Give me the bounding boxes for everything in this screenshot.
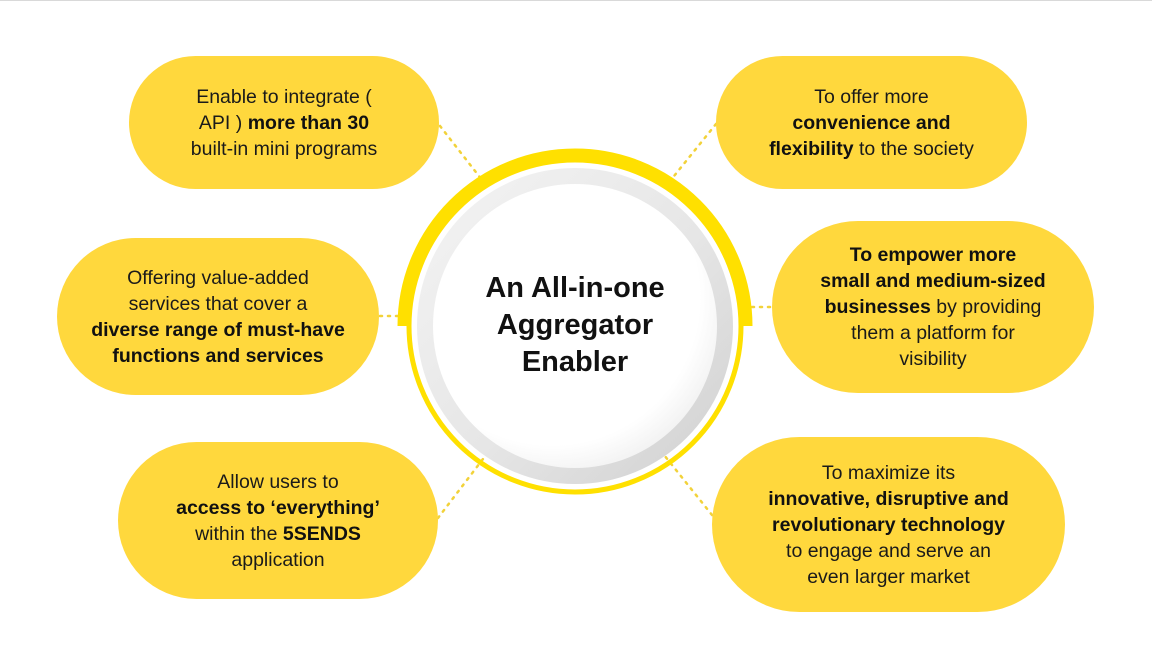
connector-top-right bbox=[664, 122, 718, 188]
pill-emphasis: To empower more bbox=[849, 244, 1017, 266]
pill-text: visibility bbox=[899, 348, 967, 370]
pill-emphasis: access to ‘everything’ bbox=[176, 496, 380, 519]
pill-shape-mid-right bbox=[772, 221, 1094, 393]
pill-emphasis: small and medium-sized bbox=[820, 270, 1046, 292]
pill-emphasis: flexibility bbox=[769, 137, 854, 160]
pill-text: To offer more bbox=[814, 85, 929, 108]
connector-top-left bbox=[438, 124, 484, 182]
pill-emphasis: more than 30 bbox=[247, 111, 370, 134]
pill-innovative-technology: To maximize its innovative, disruptive a… bbox=[712, 437, 1065, 612]
pill-text: Enable to integrate ( bbox=[196, 85, 372, 108]
connector-lines bbox=[378, 122, 774, 520]
hub-thin-ring bbox=[406, 157, 744, 495]
pill-shape-bottom-left bbox=[118, 442, 438, 599]
pill-text: to engage and serve an bbox=[786, 539, 991, 562]
pill-emphasis: 5SENDS bbox=[282, 522, 361, 545]
pill-text: To maximize its bbox=[821, 461, 956, 484]
pill-emphasis: functions and services bbox=[112, 344, 324, 367]
hub-title-line-2: Aggregator bbox=[496, 308, 654, 341]
pill-shape-mid-left bbox=[57, 238, 379, 395]
pill-empower-smes: To empower more small and medium-sized b… bbox=[772, 221, 1094, 393]
pill-emphasis: convenience and bbox=[792, 111, 951, 134]
pill-integration: Enable to integrate ( API ) more than 30… bbox=[129, 56, 439, 189]
hub-thick-arc bbox=[397, 148, 753, 327]
pill-convenience: To offer more convenience and flexibilit… bbox=[716, 56, 1027, 189]
pill-text: built-in mini programs bbox=[190, 137, 378, 160]
pill-emphasis: businesses bbox=[824, 296, 931, 318]
pill-text: application bbox=[231, 548, 325, 571]
pill-emphasis: revolutionary technology bbox=[772, 513, 1005, 536]
hub-rings bbox=[397, 148, 753, 495]
pill-text: to the society bbox=[853, 137, 974, 160]
pill-emphasis: diverse range of must-have bbox=[91, 318, 345, 341]
pill-value-added-services: Offering value-added services that cover… bbox=[57, 238, 379, 395]
hub-title-line-3: Enabler bbox=[521, 345, 629, 378]
connector-bottom-right bbox=[662, 453, 714, 517]
hub-center-disc bbox=[433, 184, 717, 468]
pill-text: Offering value-added bbox=[127, 266, 309, 289]
pill-text: Allow users to bbox=[217, 470, 339, 493]
pill-text: API ) bbox=[198, 111, 248, 134]
pill-shape-bottom-right bbox=[712, 437, 1065, 612]
pill-text: them a platform for bbox=[851, 322, 1015, 344]
pill-shape-top-left bbox=[129, 56, 439, 189]
pill-shapes bbox=[57, 56, 1094, 612]
top-divider bbox=[0, 0, 1152, 1]
pill-text: within the bbox=[195, 522, 283, 545]
pill-shape-top-right bbox=[716, 56, 1027, 189]
pill-text: services that cover a bbox=[128, 292, 308, 315]
hub-title: An All-in-one Aggregator Enabler bbox=[430, 205, 720, 445]
pill-emphasis: innovative, disruptive and bbox=[768, 487, 1009, 510]
pill-text: even larger market bbox=[807, 565, 970, 588]
pill-text: by providing bbox=[930, 296, 1042, 318]
connector-bottom-left bbox=[436, 453, 488, 520]
hub-title-line-1: An All-in-one bbox=[485, 271, 665, 304]
pill-access-everything: Allow users to access to ‘everything’ wi… bbox=[118, 442, 438, 599]
